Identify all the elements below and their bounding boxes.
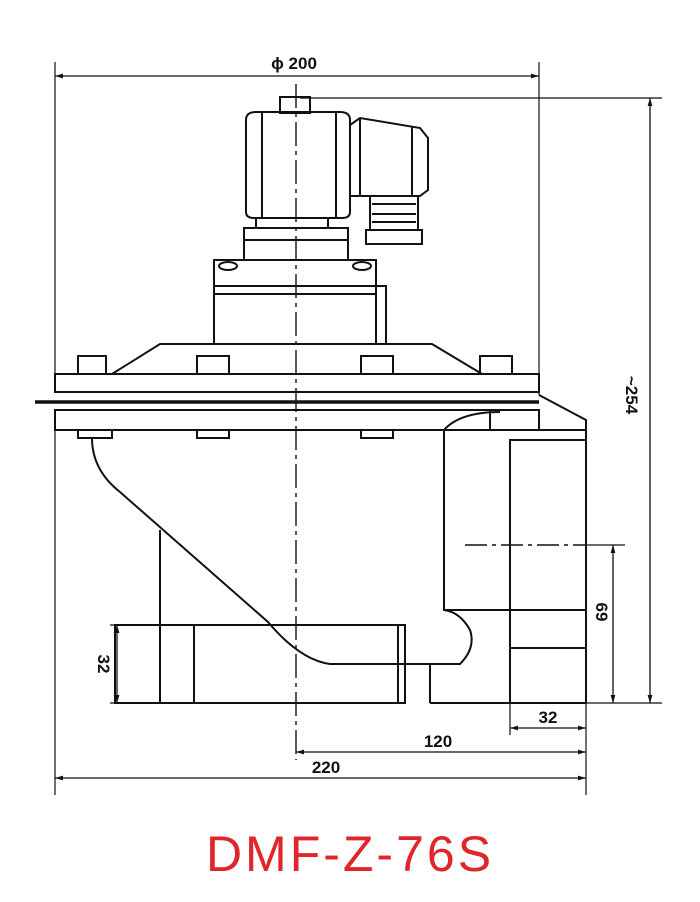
pilot-body [213,227,387,345]
electrical-connector [349,116,429,245]
center-to-outlet-dimension: 120 [424,732,452,751]
overall-length-dimension: 220 [312,758,340,777]
diameter-dimension: ϕ 200 [271,54,317,73]
solenoid-coil [245,96,351,229]
flange-thickness-dimension: 32 [94,655,113,674]
dimension-lines [55,73,653,781]
outlet-height-dimension: 69 [592,603,611,622]
height-dimension: ~254 [622,376,641,415]
model-title: DMF-Z-76S [205,826,495,882]
diaphragm-cover [35,343,540,439]
valve-body [91,394,587,704]
extension-lines [54,62,662,795]
outlet-width-dimension: 32 [539,708,558,727]
